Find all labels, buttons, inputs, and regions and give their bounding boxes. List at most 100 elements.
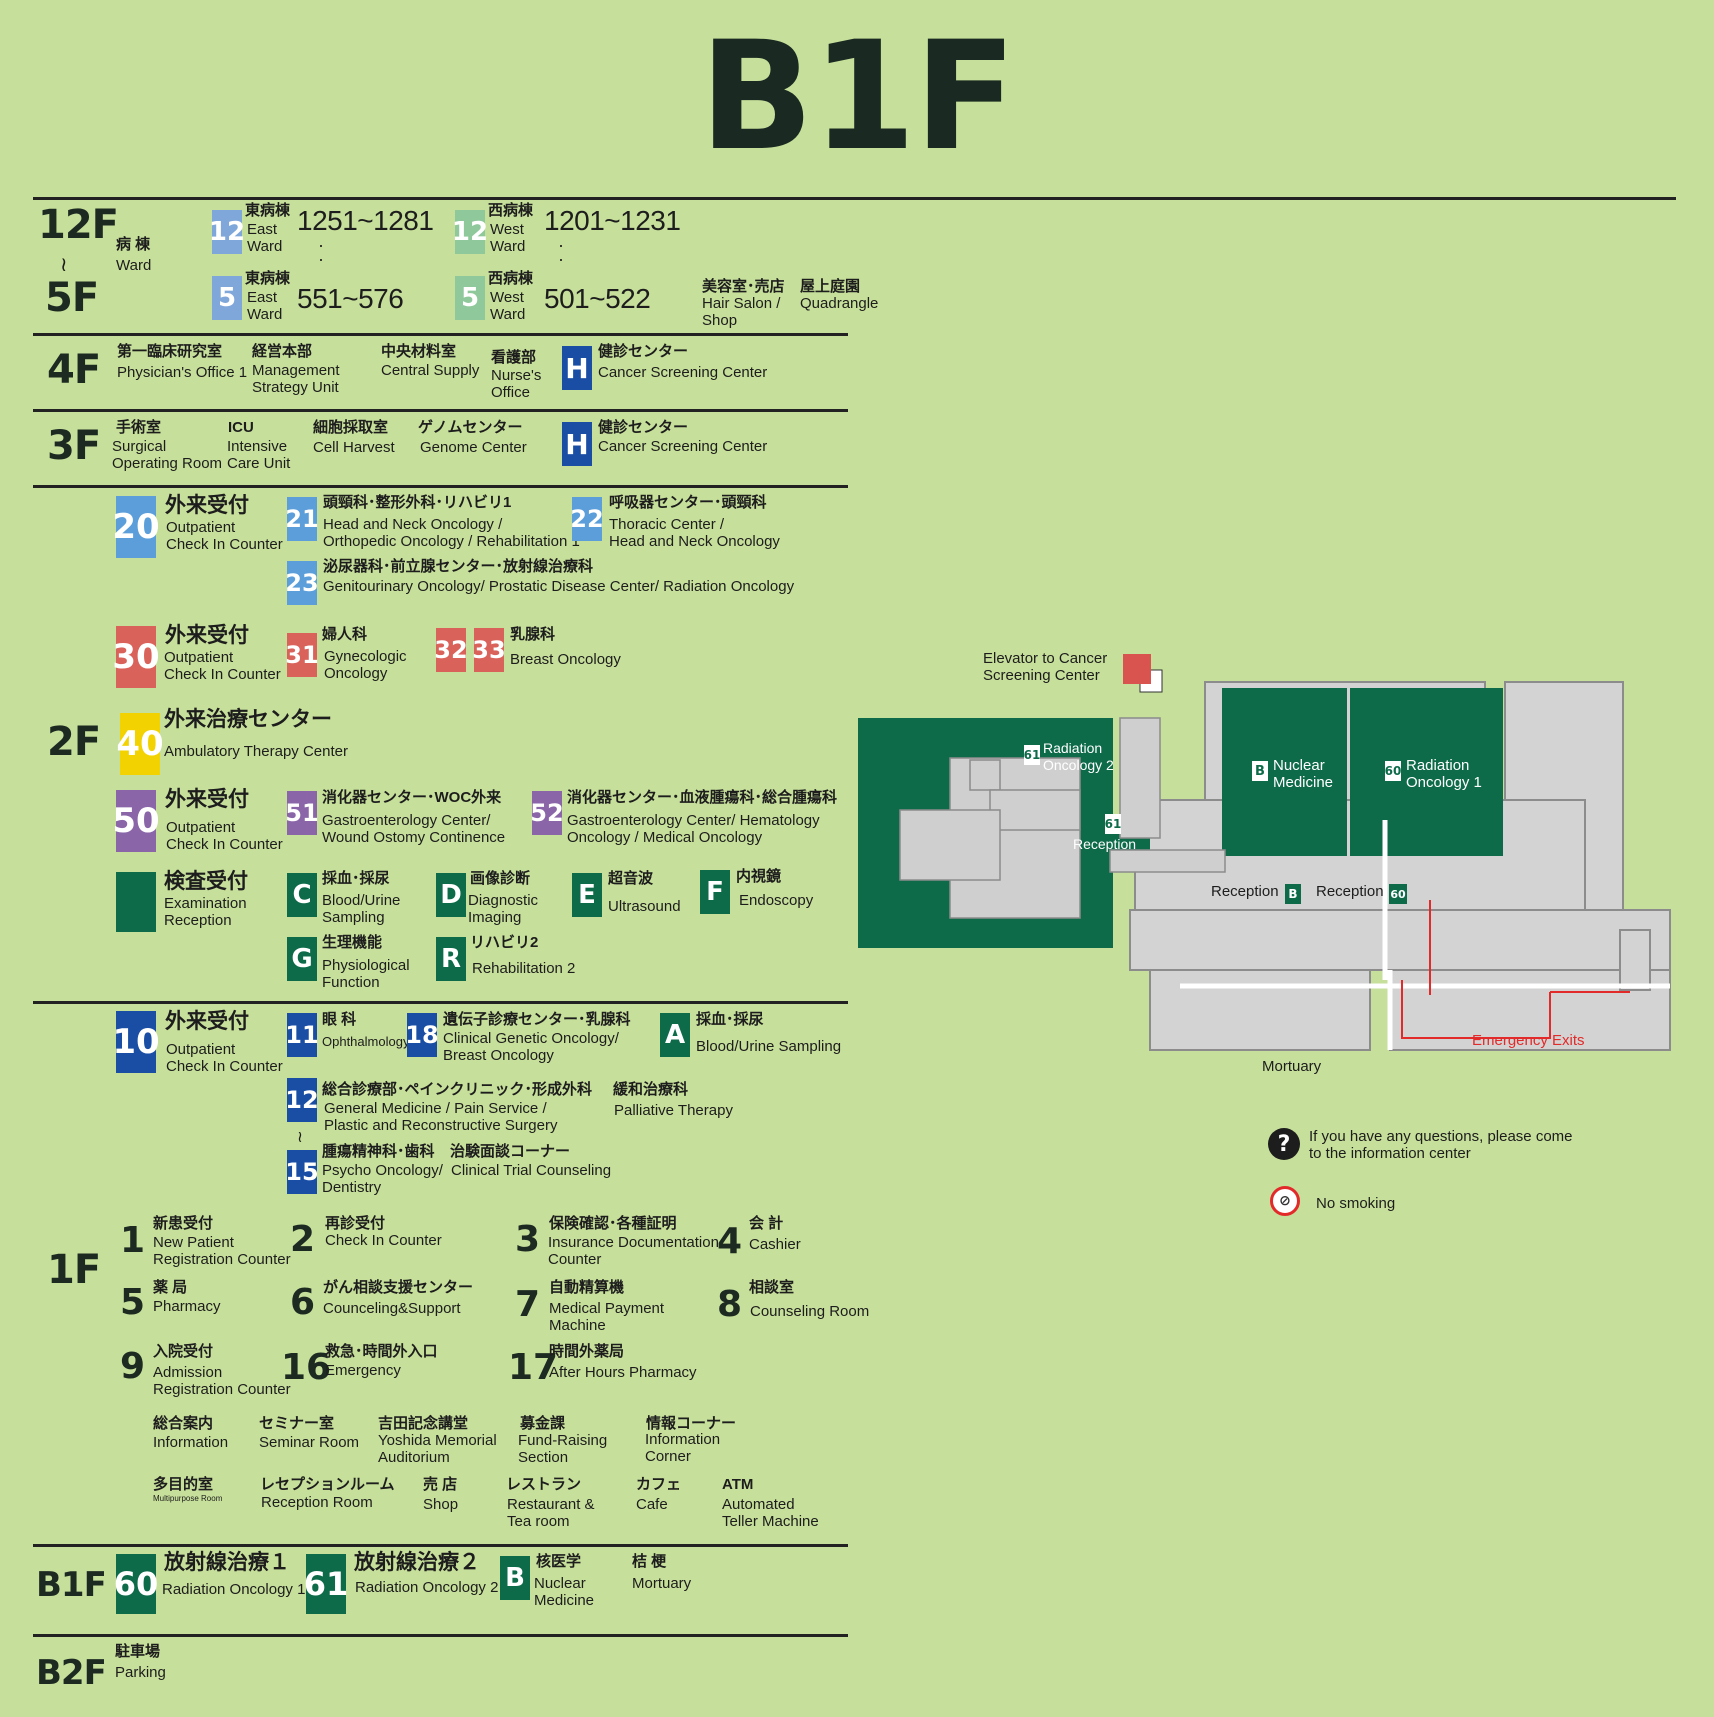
f-en: Endoscopy (739, 892, 814, 909)
r23-en: Genitourinary Oncology/ Prostatic Diseas… (323, 578, 795, 595)
i6-jp: 多目的室 (153, 1476, 214, 1493)
ward-label-jp: 病 棟 (116, 236, 151, 253)
map-reception-b-badge: B (1285, 884, 1301, 904)
i3-en: Yoshida Memorial Auditorium (378, 1432, 497, 1466)
east-ward-rooms-bot: 551~576 (297, 283, 404, 314)
n17-jp: 時間外薬局 (549, 1343, 625, 1360)
cell-harvest-jp: 細胞採取室 (313, 419, 389, 436)
e-en: Ultrasound (608, 898, 681, 915)
west-ward-jp-bot: 西病棟 (488, 270, 534, 287)
n4: 4 (717, 1221, 743, 1262)
d-jp: 画像診断 (470, 870, 531, 887)
r12-en: General Medicine / Pain Service / Plasti… (324, 1100, 558, 1134)
i5-jp: 情報コーナー (646, 1415, 737, 1432)
r18-jp: 遺伝子診療センター･乳腺科 (443, 1011, 631, 1028)
central-supply-jp: 中央材料室 (381, 343, 457, 360)
i8-jp: 売 店 (423, 1476, 458, 1493)
r31-jp: 婦人科 (322, 626, 368, 643)
rb-jp: 核医学 (536, 1553, 582, 1570)
map-reception-60-label: Reception (1316, 883, 1384, 900)
i4-jp: 募金課 (520, 1415, 566, 1432)
central-supply-en: Central Supply (381, 362, 480, 379)
r51-jp: 消化器センター･WOC外来 (322, 789, 502, 806)
tilde-1f: ≀ (297, 1129, 303, 1146)
n3-en: Insurance Documentation Counter (548, 1234, 719, 1268)
r52-en: Gastroenterology Center/ Hematology Onco… (567, 812, 820, 846)
badge-e: E (572, 873, 602, 917)
badge-d: D (436, 873, 466, 917)
g-jp: 生理機能 (322, 934, 383, 951)
map-badge-61b: 61 (1105, 814, 1121, 834)
rule-b1f (33, 1544, 848, 1547)
i1-en: Information (153, 1434, 229, 1451)
n6-en: Counceling&Support (323, 1300, 461, 1317)
i9-en: Restaurant & Tea room (507, 1496, 595, 1530)
i7-en: Reception Room (261, 1494, 373, 1511)
nurse-office-jp: 看護部 (491, 349, 537, 366)
question-note: If you have any questions, please come t… (1309, 1128, 1573, 1162)
i11-en: Automated Teller Machine (722, 1496, 819, 1530)
badge-60: 60 (114, 1554, 158, 1614)
floor-label-4f: 4F (47, 347, 101, 393)
r-jp: リハビリ2 (470, 934, 539, 951)
c-en: Blood/Urine Sampling (322, 892, 401, 926)
n17-en: After Hours Pharmacy (549, 1364, 697, 1381)
screening-jp-3f: 健診センター (598, 419, 689, 436)
ward-badge-east-5: 5 (212, 276, 242, 320)
mortuary-jp: 桔 梗 (632, 1553, 667, 1570)
e-jp: 超音波 (608, 870, 654, 887)
r11-jp: 眼 科 (322, 1011, 357, 1028)
ward-badge-west-12: 12 (452, 210, 488, 254)
title-rule (33, 197, 1676, 200)
east-ward-jp-top: 東病棟 (245, 202, 291, 219)
n16: 16 (281, 1347, 332, 1388)
rule-b2f (33, 1634, 848, 1637)
r15-en: Psycho Oncology/ Dentistry (322, 1162, 443, 1196)
map-rad2-label: Radiation Oncology 2 (1043, 740, 1114, 773)
no-smoking-note: No smoking (1316, 1195, 1396, 1212)
exam-en: Examination Reception (164, 895, 247, 929)
east-ward-en-top: East Ward (247, 221, 283, 255)
n2-en: Check In Counter (325, 1232, 442, 1249)
n3-jp: 保険確認･各種証明 (549, 1215, 677, 1232)
f-jp: 内視鏡 (736, 868, 782, 885)
map-emergency-exits-label: Emergency Exits (1472, 1032, 1585, 1049)
r50-en: Outpatient Check In Counter (166, 819, 283, 853)
i8-en: Shop (423, 1496, 459, 1513)
map-badge-b: B (1252, 761, 1268, 781)
i3-jp: 吉田記念講堂 (378, 1415, 469, 1432)
floor-label-2f: 2F (47, 719, 101, 765)
parking-jp: 駐車場 (115, 1643, 161, 1660)
r40-en: Ambulatory Therapy Center (164, 743, 348, 760)
question-icon: ? (1268, 1128, 1300, 1160)
badge-30: 30 (112, 626, 160, 688)
floor-label-12f: 12F (38, 202, 119, 248)
n7: 7 (515, 1284, 541, 1325)
r12-jp: 総合診療部･ペインクリニック･形成外科 (322, 1081, 593, 1098)
n6-jp: がん相談支援センター (323, 1279, 474, 1296)
map-badge-61: 61 (1024, 745, 1040, 765)
r33-en: Breast Oncology (510, 651, 621, 668)
management-en: Management Strategy Unit (252, 362, 340, 396)
a-jp: 採血･採尿 (696, 1011, 764, 1028)
n9-jp: 入院受付 (153, 1343, 214, 1360)
r22-jp: 呼吸器センター･頭頸科 (609, 494, 767, 511)
r50-jp: 外来受付 (165, 788, 249, 811)
r31-en: Gynecologic Oncology (324, 648, 407, 682)
badge-f: F (700, 870, 730, 914)
n4-en: Cashier (749, 1236, 801, 1253)
badge-r: R (436, 937, 466, 981)
n1: 1 (120, 1220, 146, 1261)
n5: 5 (120, 1282, 146, 1323)
rule-1f (33, 1001, 848, 1004)
east-ward-rooms-top: 1251~1281 (297, 205, 434, 236)
quadrangle-jp: 屋上庭園 (800, 278, 861, 295)
screening-en-4f: Cancer Screening Center (598, 364, 768, 381)
badge-23: 23 (285, 561, 319, 605)
icu-jp: ICU (228, 419, 254, 436)
nurse-office-en: Nurse's Office (491, 367, 542, 401)
r18-en: Clinical Genetic Oncology/ Breast Oncolo… (443, 1030, 619, 1064)
screening-jp-4f: 健診センター (598, 343, 689, 360)
hair-salon-en: Hair Salon / Shop (702, 295, 781, 329)
n3: 3 (515, 1219, 541, 1260)
